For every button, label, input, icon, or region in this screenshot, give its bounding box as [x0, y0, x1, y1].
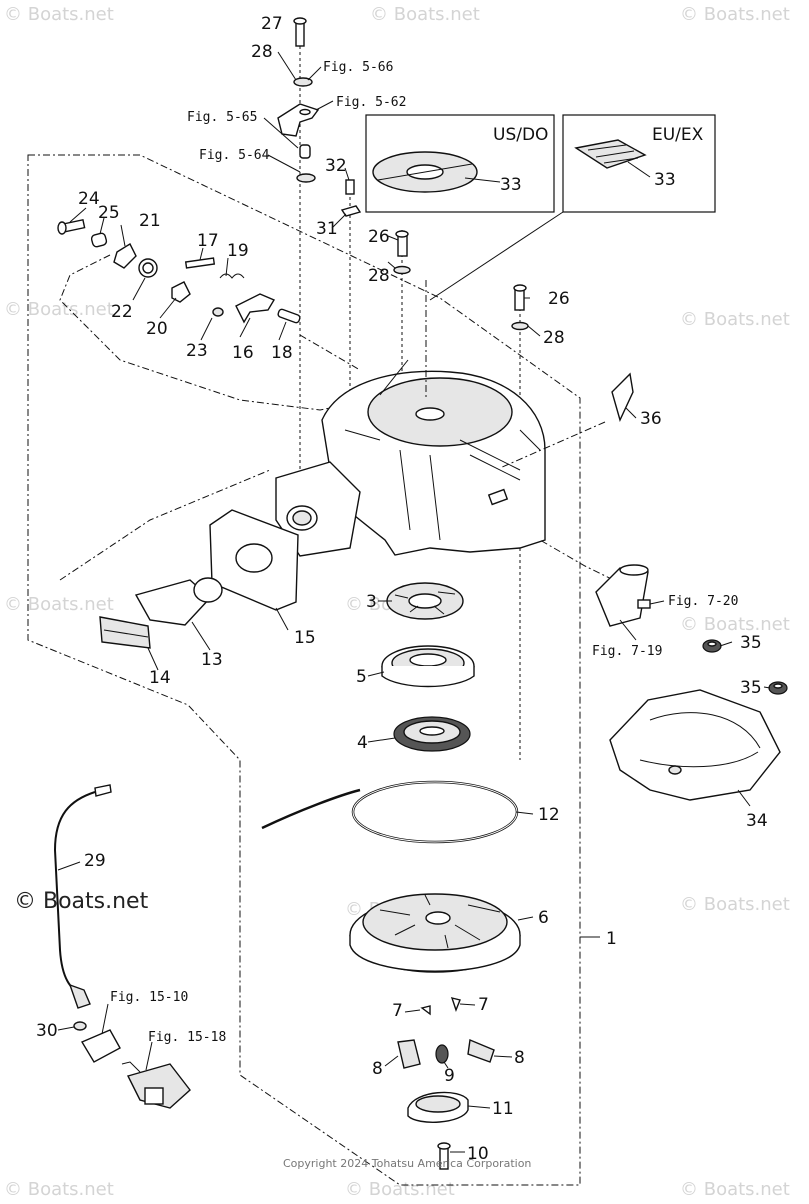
us-do-box: US/DO	[365, 114, 555, 213]
part-number: 26	[368, 227, 390, 247]
part-number: 32	[325, 156, 347, 176]
part-number: 35	[740, 678, 762, 698]
part-number: 13	[201, 650, 223, 670]
watermark: © Boats.net	[4, 594, 114, 615]
part-number: 20	[146, 319, 168, 339]
watermark: © Boats.net	[680, 614, 790, 635]
part-numbers: 27 28 28 32 31 33 33 26 28 26 28 24 25 2…	[36, 14, 768, 1164]
fig-ref: Fig. 5-64	[199, 148, 270, 163]
cover-34	[609, 639, 788, 801]
part-number: 4	[357, 733, 368, 753]
plate-3	[386, 582, 464, 620]
fig-ref: Fig. 15-18	[148, 1030, 226, 1045]
fig-7-19-part	[595, 564, 651, 627]
ratchet-parts	[397, 997, 495, 1069]
spring-case-5	[381, 645, 475, 688]
watermark: © Boats.net	[4, 1179, 114, 1200]
part-number: 6	[538, 908, 549, 928]
part-number: 19	[227, 241, 249, 261]
part-number: 22	[111, 302, 133, 322]
part-number: 3	[366, 592, 377, 612]
part-number: 35	[740, 633, 762, 653]
fig-ref: Fig. 7-19	[592, 644, 662, 659]
cam-11-bolt-10	[407, 1091, 469, 1170]
eu-ex-box: EU/EX	[429, 114, 716, 301]
part-number: 28	[543, 328, 565, 348]
spring-4	[393, 716, 471, 752]
part-number: 17	[197, 231, 219, 251]
fig-ref: Fig. 15-10	[110, 990, 188, 1005]
part-number: 7	[478, 995, 489, 1015]
part-number: 8	[372, 1059, 383, 1079]
part-number: 16	[232, 343, 254, 363]
part-number: 26	[548, 289, 570, 309]
assembly-outline	[27, 154, 600, 1186]
handle-parts	[99, 509, 299, 649]
part-number: 30	[36, 1021, 58, 1041]
watermark: © Boats.net	[680, 4, 790, 25]
part-number: 31	[316, 219, 338, 239]
copyright-notice: Copyright 2024 Tohatsu America Corporati…	[283, 1157, 531, 1170]
part-number: 21	[139, 211, 161, 231]
part-number: 24	[78, 189, 100, 209]
part-number: 5	[356, 667, 367, 687]
part-number: 28	[251, 42, 273, 62]
part-number: 34	[746, 811, 768, 831]
watermark: © Boats.net	[370, 4, 480, 25]
recoil-cover	[275, 359, 546, 557]
watermark-prominent: © Boats.net	[14, 889, 149, 914]
part-number: 27	[261, 14, 283, 34]
top-bracket-stack	[277, 17, 320, 520]
part-number: 14	[149, 668, 171, 688]
eu-ex-label: EU/EX	[652, 125, 704, 145]
lockout-parts	[57, 218, 371, 411]
watermark: © Boats.net	[680, 894, 790, 915]
watermark: © Boats.net	[680, 1179, 790, 1200]
decal-36	[611, 372, 634, 422]
part-number: 9	[444, 1066, 455, 1086]
part-number: 10	[467, 1144, 489, 1164]
part-number: 36	[640, 409, 662, 429]
watermark: © Boats.net	[680, 309, 790, 330]
part-number: 7	[392, 1001, 403, 1021]
fig-ref: Fig. 5-65	[187, 110, 257, 125]
fig-ref: Fig. 7-20	[668, 594, 738, 609]
fig-ref: Fig. 5-66	[323, 60, 393, 75]
pulley-6	[349, 893, 521, 973]
part-number: 25	[98, 203, 120, 223]
us-do-label: US/DO	[493, 125, 548, 145]
part-number: 33	[500, 175, 522, 195]
watermark: © Boats.net	[345, 1179, 455, 1200]
part-number: 8	[514, 1048, 525, 1068]
part-number: 18	[271, 343, 293, 363]
cable-29	[53, 784, 112, 1009]
figure-references: Fig. 5-66 Fig. 5-62 Fig. 5-65 Fig. 5-64 …	[110, 60, 738, 1045]
part-number: 33	[654, 170, 676, 190]
part-number: 11	[492, 1099, 514, 1119]
leader-lines	[57, 51, 771, 1153]
part-number: 12	[538, 805, 560, 825]
part-number: 29	[84, 851, 106, 871]
part-number: 1	[606, 929, 617, 949]
fig-ref: Fig. 5-62	[336, 95, 406, 110]
watermark: © Boats.net	[4, 4, 114, 25]
rope-12	[261, 780, 519, 844]
part-number: 23	[186, 341, 208, 361]
lockout-switch	[73, 1021, 191, 1109]
watermark: © Boats.net	[4, 299, 114, 320]
part-number: 28	[368, 266, 390, 286]
part-number: 15	[294, 628, 316, 648]
